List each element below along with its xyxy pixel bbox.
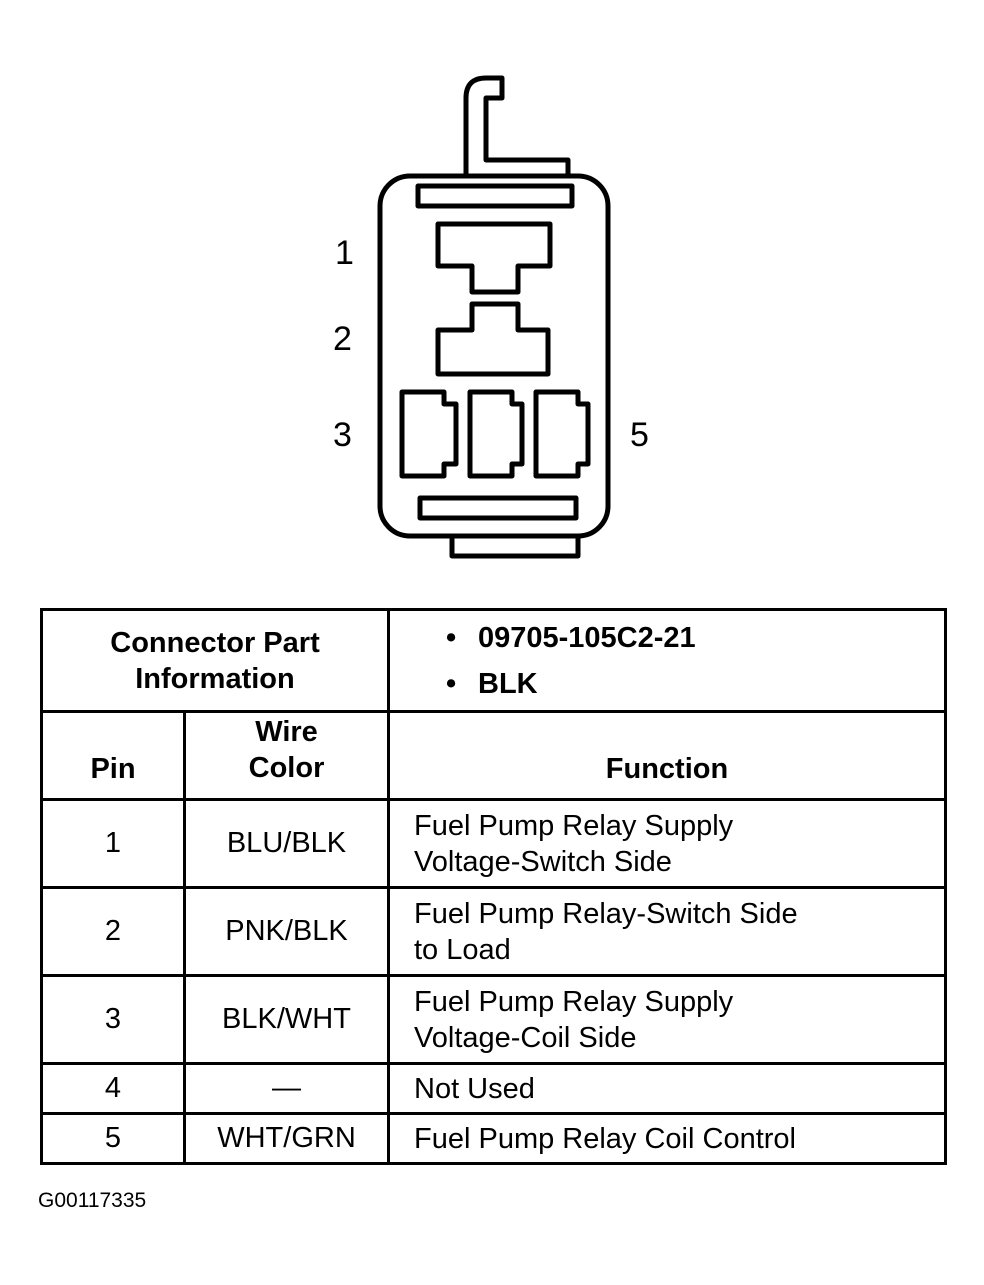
wire-color-cell: — bbox=[183, 1062, 390, 1115]
function-cell: Fuel Pump Relay-Switch Side to Load bbox=[387, 886, 947, 977]
terminal-5 bbox=[533, 389, 591, 479]
connector-bottom-tab bbox=[449, 536, 581, 559]
wire-color-cell: PNK/BLK bbox=[183, 886, 390, 977]
pin-label-1: 1 bbox=[335, 234, 354, 272]
part-number: •09705-105C2-21 bbox=[446, 621, 696, 654]
wire-color-cell: WHT/GRN bbox=[183, 1112, 390, 1165]
pin-cell: 5 bbox=[40, 1112, 186, 1165]
wire-color-cell: BLU/BLK bbox=[183, 798, 390, 889]
pin-cell: 4 bbox=[40, 1062, 186, 1115]
column-header-row: Pin Wire Color Function bbox=[40, 710, 947, 801]
table-row: 4 — Not Used bbox=[40, 1062, 947, 1115]
function-cell: Not Used bbox=[387, 1062, 947, 1115]
pin-label-2: 2 bbox=[333, 320, 352, 358]
terminal-4 bbox=[467, 389, 525, 479]
connector-top-slot bbox=[415, 183, 575, 209]
header-wire-color: Wire Color bbox=[183, 710, 390, 801]
table-row: 2 PNK/BLK Fuel Pump Relay-Switch Side to… bbox=[40, 886, 947, 977]
table-row: 1 BLU/BLK Fuel Pump Relay Supply Voltage… bbox=[40, 798, 947, 889]
connector-latch bbox=[463, 75, 571, 176]
pin-label-3: 3 bbox=[333, 416, 352, 454]
pin-label-5: 5 bbox=[630, 416, 649, 454]
header-pin: Pin bbox=[40, 710, 186, 801]
connector-bottom-slot bbox=[417, 495, 579, 521]
part-info-label: Connector Part Information bbox=[40, 608, 390, 713]
terminal-3 bbox=[399, 389, 459, 479]
header-function: Function bbox=[387, 710, 947, 801]
function-cell: Fuel Pump Relay Coil Control bbox=[387, 1112, 947, 1165]
wire-color-cell: BLK/WHT bbox=[183, 974, 390, 1065]
terminal-2 bbox=[435, 301, 551, 377]
pin-cell: 1 bbox=[40, 798, 186, 889]
pin-cell: 2 bbox=[40, 886, 186, 977]
figure-id: G00117335 bbox=[38, 1189, 147, 1212]
connector-color: •BLK bbox=[446, 667, 538, 700]
function-cell: Fuel Pump Relay Supply Voltage-Switch Si… bbox=[387, 798, 947, 889]
part-info-values: •09705-105C2-21 •BLK bbox=[387, 608, 947, 713]
connector-diagram bbox=[377, 75, 611, 559]
pin-cell: 3 bbox=[40, 974, 186, 1065]
part-info-row: Connector Part Information •09705-105C2-… bbox=[40, 608, 947, 713]
terminal-1 bbox=[435, 221, 553, 295]
connector-body bbox=[377, 173, 611, 539]
table-row: 5 WHT/GRN Fuel Pump Relay Coil Control bbox=[40, 1112, 947, 1165]
connector-pin-table: Connector Part Information •09705-105C2-… bbox=[40, 608, 947, 1165]
table-row: 3 BLK/WHT Fuel Pump Relay Supply Voltage… bbox=[40, 974, 947, 1065]
function-cell: Fuel Pump Relay Supply Voltage-Coil Side bbox=[387, 974, 947, 1065]
